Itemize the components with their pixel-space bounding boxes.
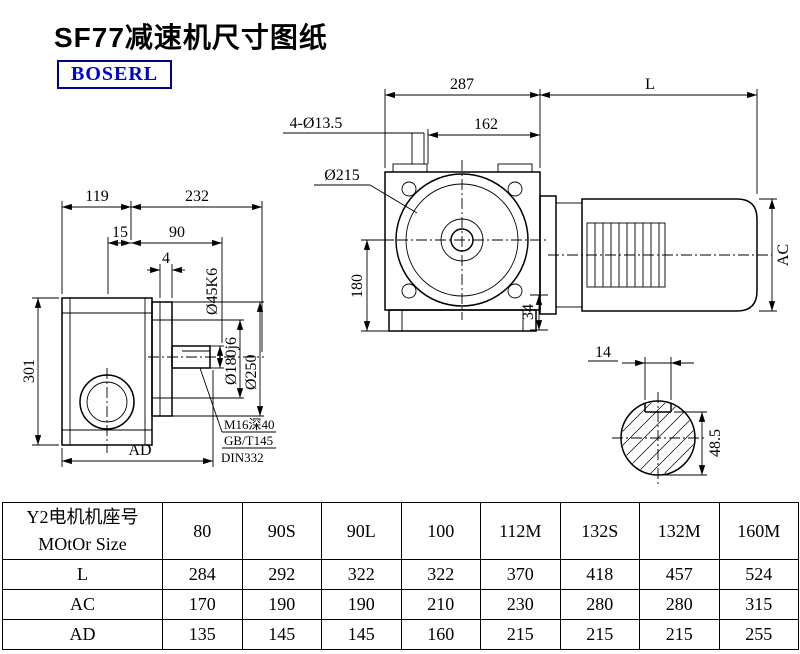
table-row-AD: AD 135 145 145 160 215 215 215 255 <box>2 619 799 650</box>
output-flange <box>151 301 173 417</box>
shaft-view-dimensions: 14 48.5 <box>588 344 724 476</box>
dim-value: 190 <box>321 589 402 620</box>
dim-value: 215 <box>480 619 561 650</box>
header-line-cn: Y2电机机座号 <box>26 507 139 527</box>
row-label-AD: AD <box>2 619 163 650</box>
dim-value: 418 <box>559 559 640 590</box>
dim-301: 301 <box>21 359 38 383</box>
motor-size-header-cell: Y2电机机座号 MOtOr Size <box>2 502 163 560</box>
front-view: 287 L 162 4-Ø13.5 Ø215 180 <box>283 76 792 332</box>
motor-body <box>581 198 758 312</box>
boserl-logo: BOSERL <box>57 60 173 89</box>
label-flange-dia-front: Ø215 <box>324 167 360 184</box>
label-shaft-dia: Ø45K6 <box>204 268 221 315</box>
shaft-section-view: 14 48.5 <box>588 344 724 484</box>
dim-value: 255 <box>718 619 799 650</box>
size-col-header: 90L <box>321 502 402 560</box>
motor-size-table: Y2电机机座号 MOtOr Size 80 90S 90L 100 112M 1… <box>2 502 799 650</box>
label-bolt-holes: 4-Ø13.5 <box>290 115 343 132</box>
page-title: SF77减速机尺寸图纸 <box>54 22 328 53</box>
dim-232: 232 <box>185 188 209 205</box>
boserl-logo-text: BOSERL <box>71 63 159 85</box>
dim-key-height: 48.5 <box>707 429 724 457</box>
note-standard-gb: GB/T145 <box>224 433 273 448</box>
size-col-header: 90S <box>241 502 322 560</box>
dim-15: 15 <box>112 224 128 241</box>
bolt-hole <box>507 283 523 299</box>
label-spigot-dia: Ø180j6 <box>223 337 240 385</box>
dimension-drawing: 119 232 15 90 4 301 <box>21 76 792 484</box>
dim-value: 145 <box>241 619 322 650</box>
motor <box>539 195 772 315</box>
dim-value: 215 <box>559 619 640 650</box>
size-col-header: 132S <box>559 502 640 560</box>
side-view-dimensions: 119 232 15 90 4 301 <box>21 188 276 467</box>
dim-key-width: 14 <box>595 344 611 361</box>
size-col-header: 112M <box>480 502 561 560</box>
row-label-L: L <box>2 559 163 590</box>
dim-value: 210 <box>400 589 481 620</box>
dim-L: L <box>645 76 655 93</box>
dim-34: 34 <box>520 304 537 320</box>
dim-value: 280 <box>559 589 640 620</box>
dim-value: 145 <box>321 619 402 650</box>
dim-value: 322 <box>321 559 402 590</box>
header-line-en: MOtOr Size <box>38 534 127 554</box>
dim-180: 180 <box>349 274 366 298</box>
size-col-header: 100 <box>400 502 481 560</box>
dim-4: 4 <box>162 250 170 267</box>
table-row-AC: AC 170 190 190 210 230 280 280 315 <box>2 589 799 620</box>
dim-287: 287 <box>450 76 474 93</box>
dim-value: 315 <box>718 589 799 620</box>
dim-119: 119 <box>85 188 108 205</box>
note-standard-din: DIN332 <box>221 450 264 465</box>
dim-value: 457 <box>639 559 720 590</box>
dim-value: 284 <box>162 559 243 590</box>
bolt-hole <box>401 283 417 299</box>
dim-90: 90 <box>169 224 185 241</box>
size-col-header: 160M <box>718 502 799 560</box>
dim-value: 190 <box>241 589 322 620</box>
dim-value: 170 <box>162 589 243 620</box>
dim-value: 524 <box>718 559 799 590</box>
table-row-L: L 284 292 322 322 370 418 457 524 <box>2 559 799 590</box>
dim-value: 322 <box>400 559 481 590</box>
table-header-row: Y2电机机座号 MOtOr Size 80 90S 90L 100 112M 1… <box>2 502 799 560</box>
label-flange-dia-side: Ø250 <box>243 354 260 390</box>
bolt-hole <box>401 181 417 197</box>
dim-value: 230 <box>480 589 561 620</box>
dim-ad: AD <box>128 442 151 459</box>
dim-value: 292 <box>241 559 322 590</box>
base-foot <box>388 309 537 332</box>
row-label-AC: AC <box>2 589 163 620</box>
dim-ac: AC <box>775 244 792 266</box>
dim-162: 162 <box>474 116 498 133</box>
size-col-header: 132M <box>639 502 720 560</box>
dim-value: 160 <box>400 619 481 650</box>
bolt-hole <box>507 181 523 197</box>
side-view: 119 232 15 90 4 301 <box>21 188 276 467</box>
dim-value: 215 <box>639 619 720 650</box>
dim-value: 135 <box>162 619 243 650</box>
front-view-dimensions: 287 L 162 4-Ø13.5 Ø215 180 <box>283 76 792 332</box>
note-tap-thread: M16深40 <box>224 417 275 432</box>
size-col-header: 80 <box>162 502 243 560</box>
dim-value: 280 <box>639 589 720 620</box>
dim-value: 370 <box>480 559 561 590</box>
